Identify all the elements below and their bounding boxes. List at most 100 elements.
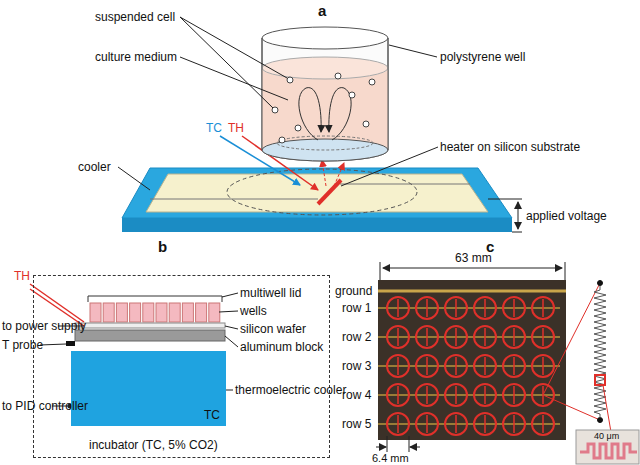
multiwell-plate-part — [182, 303, 193, 322]
heater-circles-part — [474, 384, 496, 406]
callout-label: TH — [14, 269, 30, 283]
heater-circles-part — [503, 297, 525, 319]
multiwell-plate-part — [88, 296, 222, 302]
heater-circles-part — [397, 328, 399, 346]
multiwell-plate-part — [116, 303, 127, 322]
panel-letter: b — [158, 238, 167, 255]
heater-circles-part — [445, 355, 467, 377]
multiwell-plate-part — [103, 303, 114, 322]
heater-circles-part — [416, 297, 438, 319]
heater-circles-part — [484, 386, 486, 404]
callout-label: applied voltage — [526, 209, 607, 223]
dimensions-part — [387, 436, 388, 452]
heater-circles-part — [416, 355, 438, 377]
heater-circles-part — [387, 326, 409, 348]
heater-circles-part — [513, 386, 515, 404]
callout-label: ground — [335, 284, 372, 298]
callout-label: multiwell lid — [240, 286, 301, 300]
silicon-substrate-part — [318, 180, 341, 204]
callout-label: culture medium — [95, 50, 177, 64]
multiwell-plate-part — [75, 323, 225, 328]
serpentine-heater-part — [543, 395, 600, 420]
heater-circles-part — [474, 413, 496, 435]
node-label: TC — [204, 408, 220, 422]
callout-label: aluminum block — [240, 340, 323, 354]
serpentine-heater-part — [598, 281, 603, 286]
cells-part — [363, 121, 369, 127]
heater-circles-part — [426, 328, 428, 346]
wires-b-part — [225, 336, 238, 347]
silicon-substrate-part — [150, 199, 318, 200]
leader-lines-part — [518, 202, 519, 229]
heater-circles-part — [532, 297, 554, 319]
leader-lines-part — [512, 232, 522, 233]
cells-part — [287, 77, 293, 83]
callout-label: silicon wafer — [240, 322, 306, 336]
leader-lines-part — [180, 57, 288, 100]
polystyrene-well-part — [262, 57, 388, 79]
heater-circles-part — [387, 297, 409, 319]
heater-circles-part — [397, 386, 399, 404]
polystyrene-well-part — [262, 27, 388, 49]
heater-circles-part — [397, 299, 399, 317]
heater-circles-part — [445, 326, 467, 348]
callout-label: row 2 — [342, 330, 371, 344]
heater-circles-part — [455, 415, 457, 433]
heater-circles-part — [542, 299, 544, 317]
polystyrene-well-part — [388, 38, 389, 150]
callout-label: 40 μm — [594, 431, 619, 442]
chip-photo — [378, 280, 566, 440]
polystyrene-well-part — [277, 136, 373, 150]
callout-label: row 4 — [342, 388, 371, 402]
convection-loops-part — [329, 88, 351, 140]
callout-label: TC — [206, 121, 222, 135]
node-label: incubator (TC, 5% CO2) — [89, 438, 218, 452]
callout-label: to power supply — [2, 319, 86, 333]
heater-circles-part — [426, 357, 428, 375]
leader-lines-part — [389, 45, 437, 57]
heater-circles-part — [484, 357, 486, 375]
multiwell-plate-part — [169, 303, 180, 322]
heater-circles-part — [416, 326, 438, 348]
heater-circles-part — [532, 355, 554, 377]
callout-label: row 1 — [342, 301, 371, 315]
callout-label: row 3 — [342, 359, 371, 373]
heater-circles-part — [445, 413, 467, 435]
cells-part — [349, 92, 355, 98]
serpentine-heater-part — [594, 286, 606, 418]
heater-circles-part — [416, 413, 438, 435]
cells — [272, 73, 375, 143]
callout-label: thermoelectric cooler — [235, 383, 346, 397]
heater-circles-part — [503, 326, 525, 348]
chip-photo-part — [378, 290, 566, 293]
heater-circles-part — [513, 357, 515, 375]
serpentine-heater-part — [543, 283, 600, 395]
cells-part — [369, 79, 375, 85]
dimensions-part — [565, 262, 566, 280]
wires-b-part — [222, 293, 238, 297]
multiwell-plate-part — [143, 303, 154, 322]
heater-circles-part — [513, 299, 515, 317]
cells-part — [295, 125, 301, 131]
chip-photo-part — [378, 280, 566, 440]
dimensions-part — [409, 436, 410, 452]
serpentine-heater-part — [598, 418, 603, 423]
heater-circles-part — [474, 355, 496, 377]
multiwell-plate-part — [90, 303, 101, 322]
silicon-substrate-part — [227, 169, 417, 215]
heater-circles-part — [455, 299, 457, 317]
silicon-substrate-part — [340, 184, 470, 185]
callout-label: polystyrene well — [440, 50, 525, 64]
cooler-slab-part — [122, 168, 512, 218]
heater-circles-part — [387, 355, 409, 377]
heater-circles-part — [426, 386, 428, 404]
heater-circles-part — [426, 299, 428, 317]
heater-circles-part — [455, 328, 457, 346]
callout-label: 63 mm — [455, 251, 492, 265]
leader-lines-part — [341, 147, 438, 186]
callout-label: wells — [240, 304, 267, 318]
heater-circles-part — [484, 328, 486, 346]
multiwell-plate-part — [196, 303, 207, 322]
